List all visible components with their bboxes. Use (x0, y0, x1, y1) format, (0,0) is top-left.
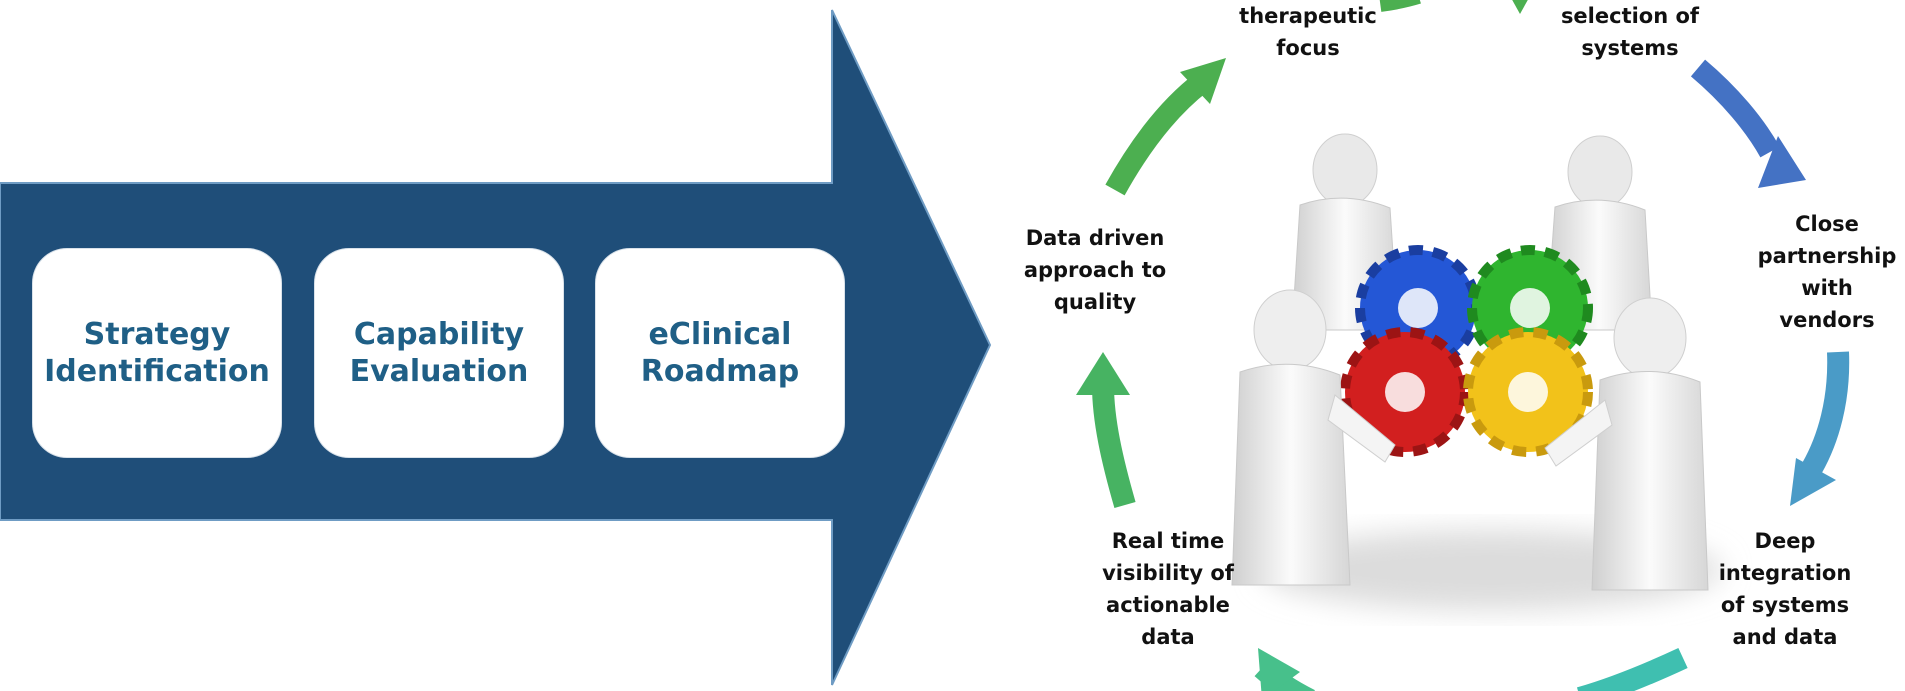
cycle-label-4-line-2: integration (1718, 561, 1852, 585)
cycle-label-data-driven: Data driven approach to quality (1005, 222, 1185, 318)
cycle-arrow-1-head (1180, 58, 1226, 104)
cycle-label-5-line-3: actionable (1106, 593, 1230, 617)
step-1-line-2: Identification (44, 354, 270, 389)
cycle-label-2-line-2: systems (1581, 36, 1679, 60)
cycle-arrow-5 (1576, 648, 1688, 691)
cycle-label-deep-integration: Deep integration of systems and data (1700, 525, 1870, 653)
cycle-label-3-line-3: with (1801, 276, 1853, 300)
cycle-label-1-line-1: therapeutic (1239, 4, 1377, 28)
step-box-strategy: Strategy Identification (33, 249, 281, 457)
cycle-label-6-line-1: Data driven (1025, 226, 1165, 250)
cycle-arrow-7-head (1076, 352, 1130, 395)
cycle-arrow-3 (1690, 59, 1780, 158)
cycle-label-selection-of-systems: selection of systems (1540, 0, 1720, 64)
cycle-arrows (1076, 0, 1850, 691)
step-box-roadmap: eClinical Roadmap (596, 249, 844, 457)
cycle-label-6-line-2: approach to (1023, 258, 1167, 282)
cycle-label-4-line-4: and data (1732, 625, 1838, 649)
cycle-label-5-line-2: visibility of (1102, 561, 1234, 585)
cycle-label-therapeutic-focus: therapeutic focus (1218, 0, 1398, 64)
cycle-label-real-time-visibility: Real time visibility of actionable data (1078, 525, 1258, 653)
people-with-gears-image (1231, 133, 1722, 610)
cycle-arrow-2 (1379, 0, 1421, 12)
cycle-label-2-line-1: selection of (1560, 4, 1700, 28)
step-box-capability: Capability Evaluation (315, 249, 563, 457)
step-1-line-1: Strategy (83, 317, 231, 352)
gear-yellow-icon (1463, 327, 1593, 457)
cycle-label-3-line-4: vendors (1779, 308, 1875, 332)
step-2-line-2: Evaluation (349, 354, 529, 389)
cycle-label-close-partnership: Close partnership with vendors (1752, 208, 1902, 336)
cycle-label-4-line-3: of systems (1720, 593, 1850, 617)
cycle-arrow-1 (1105, 73, 1209, 196)
step-3-line-2: Roadmap (640, 354, 800, 389)
cycle-arrow-6-head (1258, 648, 1300, 691)
gear-red-icon (1340, 327, 1470, 457)
cycle-label-5-line-1: Real time (1111, 529, 1225, 553)
cycle-label-3-line-1: Close (1795, 212, 1859, 236)
person-front-left (1231, 289, 1396, 586)
cycle-label-3-line-2: partnership (1757, 244, 1897, 268)
step-3-line-1: eClinical (648, 317, 792, 352)
cycle-arrow-3-head (1758, 136, 1806, 188)
cycle-label-1-line-2: focus (1276, 36, 1340, 60)
cycle-label-5-line-4: data (1141, 625, 1195, 649)
cycle-arrow-4 (1802, 351, 1850, 474)
step-2-line-1: Capability (353, 317, 525, 352)
cycle-label-4-line-1: Deep (1754, 529, 1816, 553)
cycle-arrow-4-head (1790, 458, 1836, 506)
person-front-right (1544, 297, 1709, 591)
cycle-arrow-7 (1092, 384, 1136, 509)
cycle-arrow-2-head (1512, 0, 1528, 14)
cycle-label-6-line-3: quality (1053, 290, 1137, 314)
